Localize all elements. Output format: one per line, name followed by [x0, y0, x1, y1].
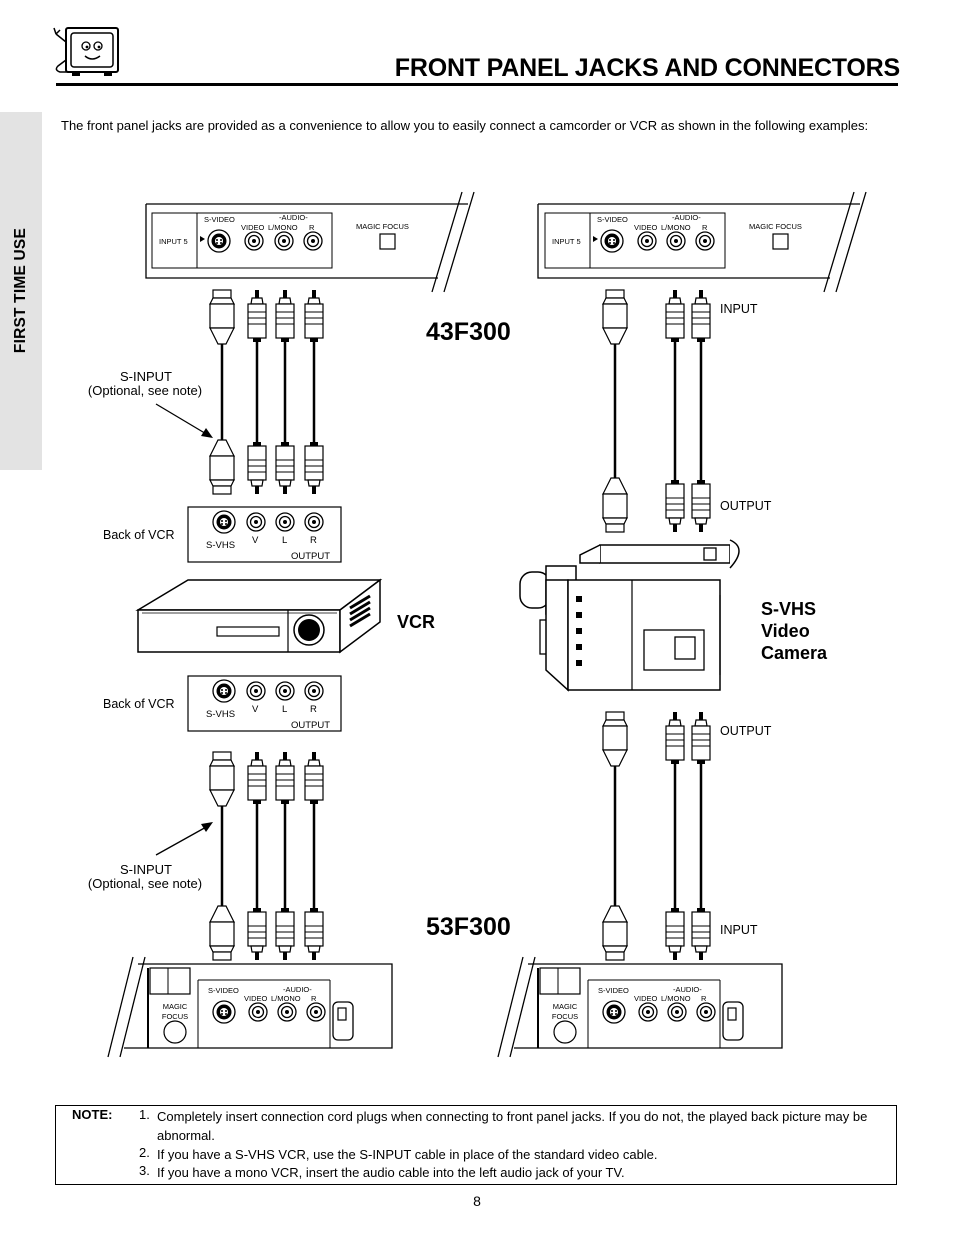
- svg-text:S-VHS: S-VHS: [206, 709, 235, 720]
- note-label: NOTE:: [72, 1107, 113, 1122]
- svg-text:S-VIDEO: S-VIDEO: [598, 986, 629, 995]
- panel-label: S-VIDEO: [204, 215, 235, 224]
- vcr-icon: [135, 578, 383, 654]
- tv-panel-43-right: INPUT 5 S-VIDEO -AUDIO- VIDEO L/MONO R M…: [537, 191, 867, 293]
- note-number: 1.: [139, 1107, 150, 1122]
- svg-text:OUTPUT: OUTPUT: [291, 720, 330, 731]
- output-label: OUTPUT: [720, 724, 772, 738]
- svg-text:VIDEO: VIDEO: [634, 994, 658, 1003]
- s-input-label: S-INPUT: [120, 862, 172, 877]
- cable-set-vcr-bottom: [209, 751, 324, 961]
- note-item: If you have a mono VCR, insert the audio…: [157, 1165, 625, 1180]
- svg-text:S-VIDEO: S-VIDEO: [208, 986, 239, 995]
- svg-text:S-VHS: S-VHS: [206, 540, 235, 551]
- svg-text:MAGIC: MAGIC: [163, 1002, 188, 1011]
- cable-set-vcr-top: [209, 289, 324, 495]
- input-label: INPUT: [720, 302, 758, 316]
- s-input-note: (Optional, see note): [88, 383, 202, 398]
- panel-label: S-VIDEO: [597, 215, 628, 224]
- cable-set-camera-bottom: [602, 711, 711, 961]
- note-item: If you have a S-VHS VCR, use the S-INPUT…: [157, 1147, 658, 1162]
- back-of-vcr-label: Back of VCR: [103, 528, 175, 542]
- panel-label: MAGIC FOCUS: [749, 222, 802, 231]
- vcr-back-panel-bottom: S-VHS V L R OUTPUT: [187, 675, 342, 732]
- arrow-icon: [155, 822, 213, 856]
- panel-label: VIDEO: [241, 223, 265, 232]
- svg-text:V: V: [252, 535, 259, 546]
- s-input-label: S-INPUT: [120, 369, 172, 384]
- note-box: [55, 1105, 897, 1185]
- tv-panel-53-left: MAGIC FOCUS S-VIDEO -AUDIO- VIDEO L/MONO…: [107, 956, 393, 1058]
- panel-label: INPUT 5: [552, 237, 581, 246]
- vcr-back-panel-top: S-VHS V L R OUTPUT: [187, 506, 342, 563]
- panel-label: R: [309, 223, 315, 232]
- panel-label: -AUDIO-: [279, 213, 308, 222]
- tv-panel-53-right: MAGIC FOCUS S-VIDEO -AUDIO- VIDEO L/MONO…: [497, 956, 783, 1058]
- svg-text:FOCUS: FOCUS: [552, 1012, 578, 1021]
- s-input-note: (Optional, see note): [88, 876, 202, 891]
- note-number: 2.: [139, 1145, 150, 1160]
- panel-label: L/MONO: [661, 223, 691, 232]
- panel-label: VIDEO: [634, 223, 658, 232]
- panel-label: INPUT 5: [159, 237, 188, 246]
- vcr-label: VCR: [397, 612, 435, 632]
- intro-paragraph: The front panel jacks are provided as a …: [61, 118, 869, 133]
- model-53f300: 53F300: [426, 913, 511, 941]
- arrow-icon: [155, 403, 213, 438]
- panel-label: L/MONO: [268, 223, 298, 232]
- svg-text:-AUDIO-: -AUDIO-: [283, 985, 312, 994]
- title-rule: [56, 83, 898, 86]
- output-label: OUTPUT: [720, 499, 772, 513]
- svg-text:OUTPUT: OUTPUT: [291, 551, 330, 562]
- tv-panel-43-left: INPUT 5 S-VIDEO -AUDIO- VIDEO L/MONO R M…: [145, 191, 475, 293]
- svg-text:R: R: [310, 704, 317, 715]
- svg-text:L/MONO: L/MONO: [661, 994, 691, 1003]
- svg-text:L: L: [282, 704, 287, 715]
- svg-text:R: R: [310, 535, 317, 546]
- svg-text:VIDEO: VIDEO: [244, 994, 268, 1003]
- camera-label-line1: S-VHS: [761, 599, 816, 619]
- page-title: FRONT PANEL JACKS AND CONNECTORS: [394, 54, 900, 82]
- page-number: 8: [473, 1193, 481, 1209]
- svg-text:-AUDIO-: -AUDIO-: [673, 985, 702, 994]
- camera-label-line3: Camera: [761, 643, 828, 663]
- model-43f300: 43F300: [426, 318, 511, 346]
- svg-text:R: R: [701, 994, 707, 1003]
- svg-text:R: R: [311, 994, 317, 1003]
- camera-label-line2: Video: [761, 621, 810, 641]
- panel-label: MAGIC FOCUS: [356, 222, 409, 231]
- panel-label: R: [702, 223, 708, 232]
- svg-text:MAGIC: MAGIC: [553, 1002, 578, 1011]
- cable-set-camera-top: [602, 289, 711, 533]
- svg-text:V: V: [252, 704, 259, 715]
- tv-mascot-icon: [52, 22, 122, 80]
- note-item: Completely insert connection cord plugs …: [157, 1109, 868, 1143]
- svg-text:L/MONO: L/MONO: [271, 994, 301, 1003]
- camcorder-icon: [519, 539, 740, 692]
- back-of-vcr-label: Back of VCR: [103, 697, 175, 711]
- panel-label: -AUDIO-: [672, 213, 701, 222]
- note-number: 3.: [139, 1163, 150, 1178]
- side-tab: [0, 112, 42, 470]
- svg-text:L: L: [282, 535, 287, 546]
- input-label: INPUT: [720, 923, 758, 937]
- svg-text:FOCUS: FOCUS: [162, 1012, 188, 1021]
